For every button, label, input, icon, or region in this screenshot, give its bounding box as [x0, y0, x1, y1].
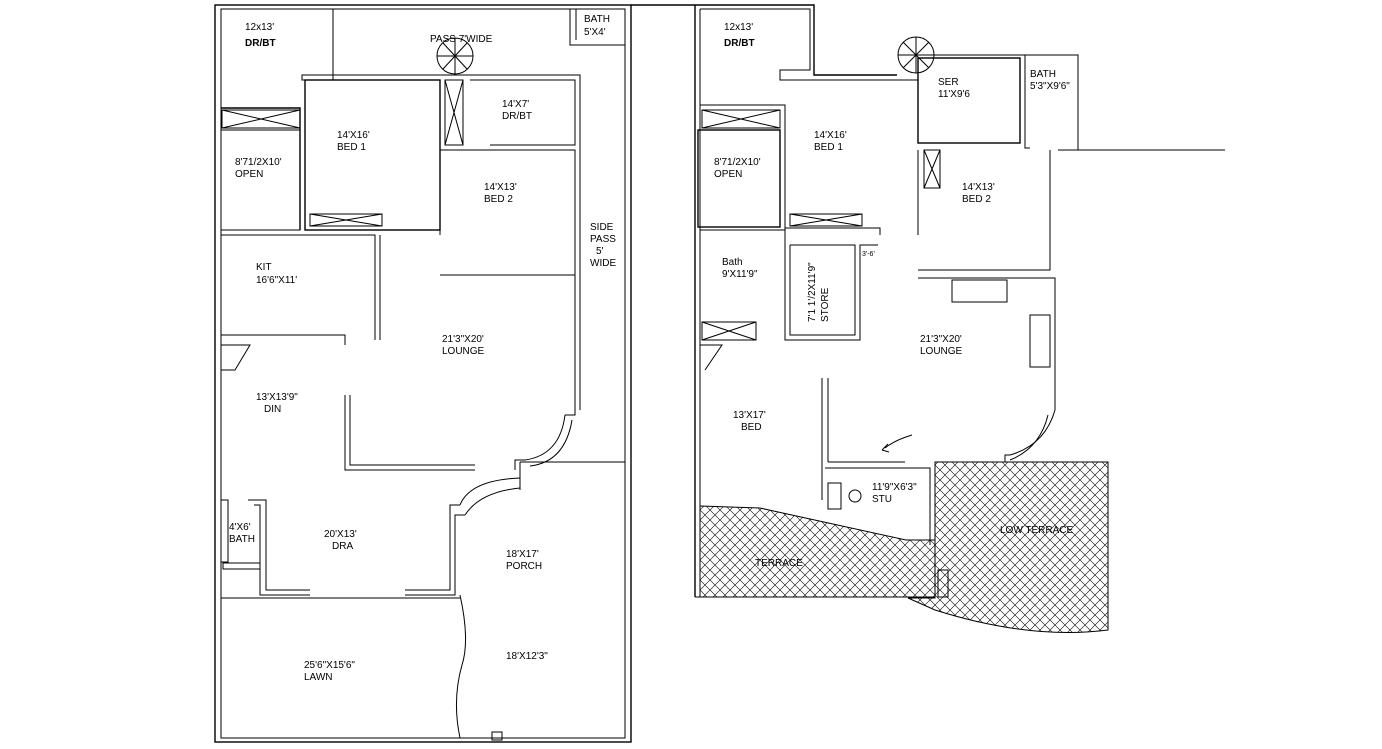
gf-pass-wall [301, 9, 581, 410]
gf-dra-size: 20'X13' [324, 529, 357, 540]
gf-bed1-size: 14'X16' [337, 130, 370, 141]
ff-bed2-name: BED 2 [962, 194, 991, 205]
ground-floor-plan [214, 4, 695, 743]
first-floor-labels: 12x13' DR/BT SER 11'X9'6 BATH 5'3"X9'6" … [714, 22, 1073, 569]
gf-bed2-name: BED 2 [484, 194, 513, 205]
ff-bath-top-name: BATH [1030, 69, 1056, 80]
ff-lounge-size: 21'3"X20' [920, 334, 962, 345]
ff-store-name: STORE [820, 287, 831, 322]
gf-window-1 [221, 109, 301, 129]
gf-lounge-size: 21'3"X20' [442, 334, 484, 345]
ff-bed-name: BED [741, 422, 762, 433]
gf-bed1-name: BED 1 [337, 142, 366, 153]
gf-open-size: 8'71/2X10' [235, 157, 282, 168]
gf-lawn-name: LAWN [304, 672, 333, 683]
ff-lounge-name: LOUNGE [920, 346, 963, 357]
gf-bath-top-name: BATH [584, 14, 610, 25]
ff-bed1-size: 14'X16' [814, 130, 847, 141]
ff-bath-name: Bath [722, 257, 743, 268]
gf-porch-name: PORCH [506, 561, 542, 572]
ground-floor-labels: 12x13' DR/BT PASS 7'WIDE BATH 5'X4' 14'X… [229, 14, 616, 683]
first-floor-plan [694, 4, 1225, 633]
ff-bath-size: 9'X11'9" [722, 269, 758, 280]
gf-side-pass-4: WIDE [590, 258, 616, 269]
gf-lawn-size: 25'6"X15'6" [304, 660, 355, 671]
gf-drbt-size: 12x13' [245, 22, 274, 33]
gf-kit-name: KIT [256, 262, 272, 273]
gf-bath-small-size: 4'X6' [229, 522, 251, 533]
ff-ser-name: SER [938, 77, 959, 88]
gf-parking-size: 18'X12'3" [506, 651, 548, 662]
gf-din-name: DIN [264, 404, 281, 415]
ff-ser-size: 11'X9'6 [938, 89, 970, 100]
gf-porch-size: 18'X17' [506, 549, 539, 560]
gf-side-pass-1: SIDE [590, 222, 614, 233]
ff-terrace-hatch [699, 505, 936, 598]
gf-side-pass-3: 5' [596, 246, 604, 257]
gf-din-size: 13'X13'9" [256, 392, 298, 403]
gf-drbt2-name: DR/BT [502, 111, 532, 122]
gf-drbt2-size: 14'X7' [502, 99, 529, 110]
ff-terrace-name: TERRACE [755, 558, 803, 569]
gf-open-name: OPEN [235, 169, 263, 180]
ff-low-terrace-hatch [907, 461, 1109, 633]
gf-bed1-wall [304, 79, 441, 231]
ff-sofa-2 [1029, 314, 1051, 368]
gf-dra-name: DRA [332, 541, 353, 552]
gf-inner-wall [220, 8, 626, 739]
ff-store-door-dim: 3'-6' [862, 251, 875, 258]
ff-store-size: 7'1 1'/2X11'9" [807, 262, 818, 322]
ff-bed1-name: BED 1 [814, 142, 843, 153]
gf-bed2-size: 14'X13' [484, 182, 517, 193]
gf-bath-small-name: BATH [229, 534, 255, 545]
gf-bath-top-size: 5'X4' [584, 27, 606, 38]
gf-kit-size: 16'6"X11' [256, 275, 297, 286]
ff-drbt-size: 12x13' [724, 22, 753, 33]
ff-stu-name: STU [872, 494, 892, 505]
gf-outer-wall [214, 4, 632, 743]
gf-pass-label: PASS 7'WIDE [430, 34, 493, 45]
ff-bed-size: 13'X17' [733, 410, 766, 421]
ff-bed2-size: 14'X13' [962, 182, 995, 193]
gf-lounge-name: LOUNGE [442, 346, 485, 357]
gf-side-pass-2: PASS [590, 234, 616, 245]
ff-bath-top-size: 5'3"X9'6" [1030, 81, 1070, 92]
ff-open-size: 8'71/2X10' [714, 157, 761, 168]
ff-low-terrace-name: LOW TERRACE [1000, 525, 1073, 536]
ff-open-name: OPEN [714, 169, 742, 180]
ff-stu-size: 11'9"X6'3" [872, 482, 917, 493]
gf-drbt-name: DR/BT [245, 38, 276, 49]
ff-outer-wall-top [695, 4, 897, 76]
ff-sofa [951, 279, 1008, 303]
ff-drbt-name: DR/BT [724, 38, 755, 49]
